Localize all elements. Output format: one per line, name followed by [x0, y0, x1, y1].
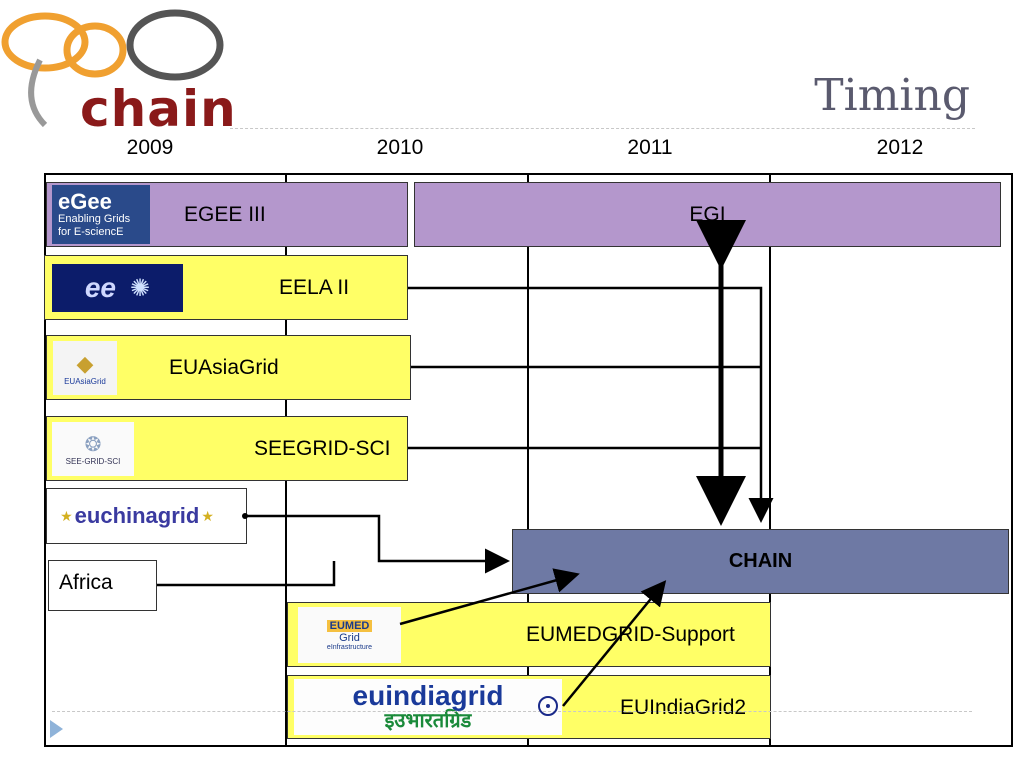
- chain-logo: chain: [0, 0, 237, 138]
- play-triangle-icon: [50, 720, 63, 738]
- logo-wordmark: chain: [80, 80, 237, 138]
- year-2012: 2012: [876, 136, 924, 159]
- euasiagrid-logo: ◆ EUAsiaGrid: [53, 341, 117, 395]
- chain-logo-icon: [1, 9, 224, 128]
- seegrid-logo: ❂ SEE-GRID-SCI: [52, 422, 134, 476]
- eumedgrid-logo-line1: EUMED: [326, 619, 373, 632]
- euindiagrid-logo-line1: euindiagrid: [352, 680, 504, 711]
- euindiagrid-bar: euindiagrid इउभारतग्रिड EUIndiaGrid2: [287, 675, 771, 739]
- egee-logo-line2: Enabling Grids: [58, 212, 131, 225]
- title-divider: [230, 128, 975, 129]
- chakra-icon: [538, 696, 558, 716]
- euindiagrid-logo-line2: इउभारतग्रिड: [384, 710, 472, 732]
- footer-divider: [52, 711, 972, 712]
- seegrid-logo-text: SEE-GRID-SCI: [65, 457, 121, 466]
- euindiagrid-connector: [562, 580, 667, 707]
- eela-logo-text: ee: [84, 272, 117, 303]
- egee-logo-mark: eGee: [58, 188, 112, 214]
- euchinagrid-connector: [245, 514, 510, 574]
- earth-icon: ✺: [130, 274, 151, 302]
- eela-bar: ee ✺ EELA II: [44, 255, 408, 320]
- year-2010: 2010: [376, 136, 424, 159]
- africa-label: Africa: [59, 571, 113, 594]
- eumedgrid-logo: EUMED Grid eInfrastructure: [298, 607, 401, 663]
- eumedgrid-label: EUMEDGRID-Support: [526, 623, 735, 646]
- eela-connector: [408, 286, 774, 523]
- euasiagrid-bar: ◆ EUAsiaGrid EUAsiaGrid: [46, 335, 411, 400]
- euchinagrid-box: ★ euchinagrid ★: [46, 488, 247, 544]
- euasiagrid-label: EUAsiaGrid: [169, 356, 279, 379]
- africa-box: Africa: [48, 560, 157, 611]
- egee-logo-line3: for E-sciencE: [58, 225, 124, 238]
- eumedgrid-logo-line2: Grid: [339, 631, 360, 644]
- egee-label: EGEE III: [184, 203, 266, 226]
- asia-map-icon: ◆: [76, 350, 94, 376]
- egee-bar: eGee Enabling Grids for E-sciencE EGEE I…: [46, 182, 408, 247]
- euasiagrid-logo-text: EUAsiaGrid: [64, 376, 106, 386]
- egee-logo: eGee Enabling Grids for E-sciencE: [52, 185, 150, 244]
- star-icon-right: ★: [201, 507, 214, 524]
- chain-label: CHAIN: [728, 550, 793, 572]
- euindiagrid-label: EUIndiaGrid2: [620, 696, 747, 719]
- star-icon-left: ★: [60, 507, 73, 524]
- year-divider-2012: [769, 175, 771, 746]
- year-2009: 2009: [126, 136, 174, 159]
- seegrid-label: SEEGRID-SCI: [254, 437, 391, 460]
- euindiagrid-logo: euindiagrid इउभारतग्रिड: [294, 679, 562, 735]
- africa-connector: [157, 561, 336, 587]
- chain-bar: CHAIN: [512, 529, 1009, 594]
- eela-label: EELA II: [279, 276, 350, 299]
- year-2011: 2011: [627, 136, 673, 159]
- eumedgrid-logo-line3: eInfrastructure: [326, 643, 373, 651]
- swirl-icon: ❂: [84, 434, 102, 456]
- seegrid-bar: ❂ SEE-GRID-SCI SEEGRID-SCI: [46, 416, 408, 481]
- eumedgrid-bar: EUMED Grid eInfrastructure EUMEDGRID-Sup…: [287, 602, 771, 667]
- page-title: Timing: [814, 70, 970, 121]
- euchinagrid-logo: ★ euchinagrid ★: [53, 495, 221, 537]
- year-divider-2011: [527, 175, 529, 746]
- timeline-grid: [44, 173, 1013, 747]
- egi-label: EGI: [689, 202, 726, 226]
- eumedgrid-connector: [399, 568, 580, 626]
- euchinagrid-logo-text: euchinagrid: [74, 503, 200, 528]
- eela-logo: ee ✺: [52, 264, 183, 312]
